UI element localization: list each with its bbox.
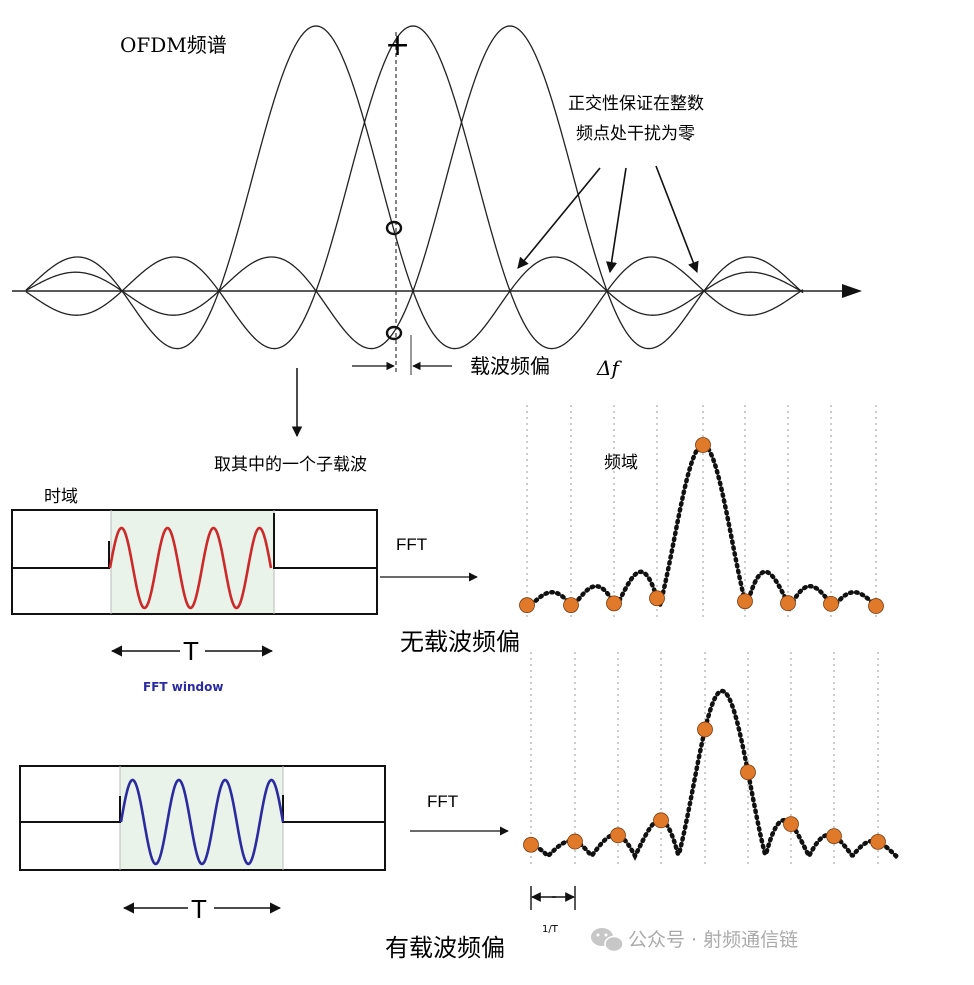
plus-marker: +	[385, 28, 410, 63]
sample-point	[649, 590, 665, 607]
subcarrier-curve-3	[25, 25, 804, 350]
wechat-icon	[591, 928, 624, 953]
sample-point	[523, 836, 539, 853]
fft-window-label: FFT window	[143, 680, 223, 694]
sample-point	[695, 437, 711, 453]
sample-ring-upper	[385, 220, 403, 236]
ofdm-spectrum: + OFDM频谱 正交性保证在整数 频点处干扰为零 载波频偏 Δf 取其中的一个…	[12, 25, 862, 475]
spectrum-title: OFDM频谱	[120, 33, 227, 57]
annotation-line-2: 频点处干扰为零	[576, 124, 695, 144]
time-domain-with-offset: T FFT	[19, 765, 509, 924]
time-frame-box-2	[19, 765, 386, 871]
sample-point	[519, 597, 535, 614]
annotation-arrow-3	[655, 165, 699, 274]
subcarrier-curve-2	[25, 25, 804, 350]
sine-wave-with-offset	[119, 778, 285, 866]
freq-domain-label: 频域	[604, 453, 638, 473]
select-subcarrier-label: 取其中的一个子载波	[214, 455, 367, 475]
sample-point	[653, 812, 669, 829]
sample-point	[870, 833, 886, 850]
baseline-left	[12, 541, 110, 569]
offset-symbol: Δf	[596, 356, 622, 380]
spacing-label: 1/T	[542, 924, 559, 935]
sine-wave-no-offset	[108, 526, 273, 610]
sample-point	[740, 764, 756, 781]
time-domain-no-offset: 时域 T FFT window FFT	[11, 487, 478, 694]
watermark-text: 公众号 · 射频通信链	[628, 929, 798, 951]
sample-point	[606, 595, 622, 612]
frequency-domain-with-offset: 1/T 有载波频偏	[385, 652, 901, 962]
annotation-arrow-2	[605, 167, 627, 274]
sample-point	[780, 595, 796, 612]
sample-point	[697, 721, 713, 738]
baseline-left-2	[20, 796, 121, 823]
frequency-axis-arrow-icon	[842, 284, 862, 298]
sample-point	[610, 827, 626, 844]
subcarrier-curve-1	[25, 25, 804, 350]
sample-point	[783, 816, 799, 832]
period-label-2: T	[191, 894, 207, 924]
frequency-spectrum-curve	[532, 688, 901, 861]
fft-label-no-offset: FFT	[396, 535, 427, 554]
frequency-domain-no-offset: 频域 无载波频偏	[400, 405, 884, 656]
sample-point	[868, 598, 884, 614]
sample-point	[826, 828, 842, 845]
period-label: T	[183, 636, 199, 666]
time-domain-label: 时域	[44, 487, 78, 507]
baseline-right-2	[282, 795, 385, 823]
sample-ring-lower	[385, 325, 403, 341]
fft-window-box-2	[120, 766, 283, 870]
caption-with-offset: 有载波频偏	[385, 934, 505, 962]
sample-point	[563, 597, 579, 614]
time-frame-box	[11, 509, 378, 615]
sample-point	[823, 595, 839, 612]
fft-label-with-offset: FFT	[427, 792, 458, 811]
baseline-right	[273, 513, 377, 569]
annotation-line-1: 正交性保证在整数	[568, 94, 704, 114]
caption-no-offset: 无载波频偏	[400, 628, 520, 656]
sample-point	[737, 593, 753, 610]
annotation-arrow-1	[517, 167, 601, 269]
offset-label: 载波频偏	[470, 354, 550, 378]
sample-point	[567, 833, 583, 850]
watermark: 公众号 · 射频通信链	[591, 928, 798, 953]
